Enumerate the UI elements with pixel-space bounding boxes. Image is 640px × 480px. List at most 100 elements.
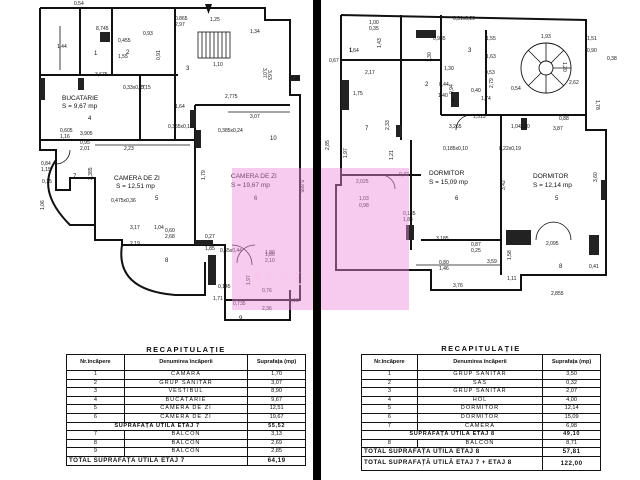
cell-area: 15,09	[542, 412, 601, 423]
cell-name: VESTIBUL	[123, 387, 249, 397]
room-number: 5	[155, 196, 159, 202]
door-swing	[55, 149, 71, 165]
column	[406, 225, 414, 240]
dimension-label: 2,62	[569, 80, 579, 86]
dimension-label: 1,21	[389, 150, 395, 160]
dimension-label: 0,38	[290, 76, 300, 82]
dimension-label: 1,11	[507, 276, 517, 282]
dimension-label: 3,59	[487, 259, 497, 265]
floor-plan-etaj-7: 0.54 1,44 3,07 0.865 2,97 1,25 1,34 8,74…	[39, 1, 304, 322]
dimension-label: 1,79	[201, 170, 207, 180]
dimension-label: 0,54	[511, 86, 521, 92]
dimension-label: 2,01	[80, 146, 90, 152]
balcony-9-wall	[224, 262, 291, 321]
dimension-label: 0,67	[329, 58, 339, 64]
col-header-name: Denumirea încăperii	[416, 354, 544, 371]
dimension-label: 0,145	[403, 211, 416, 217]
watermark-text: ACCUM 94	[250, 268, 313, 290]
dimension-label: 3,17	[130, 225, 140, 231]
dimension-label: 1,51	[587, 36, 597, 42]
room-number: 1	[94, 51, 98, 57]
dimension-label: 1,85	[205, 246, 215, 252]
total-label: TOTAL SUPRAFAȚĂ UTILĂ ETAJ 8	[360, 447, 544, 457]
dimension-label: 0,22x0,19	[499, 146, 521, 152]
dimension-label: 1,00	[369, 20, 379, 26]
room-number: 4	[88, 116, 92, 122]
cell-area: 12,14	[542, 404, 601, 414]
col-header-area: Suprafața (mp)	[542, 354, 601, 371]
cell-nr: 2	[361, 378, 418, 389]
dimension-label: 2,095	[546, 241, 559, 247]
dimension-label: 0,91	[156, 50, 162, 60]
dimension-label: 1,64	[349, 48, 359, 54]
total-value: 64,19	[247, 455, 306, 466]
dimension-label: 1,75	[353, 91, 363, 97]
cell-nr: 1	[66, 370, 125, 380]
dimension-label: 1,80	[265, 250, 275, 256]
outer-wall	[39, 7, 301, 301]
room-area-camera-de-zi: S = 12,51 mp	[116, 183, 155, 190]
cell-area: 9,67	[247, 395, 306, 406]
dimension-label: 0,455	[118, 38, 131, 44]
dimension-label: 0,33x0,27	[123, 85, 145, 91]
column	[341, 80, 349, 110]
dimension-label: 1,30	[427, 52, 433, 62]
cell-area: 1,70	[247, 370, 306, 380]
cell-nr: 4	[361, 395, 418, 406]
dimension-label: 1,03	[359, 196, 369, 202]
room-number: 7	[73, 174, 77, 180]
subtotal-value: 55,52	[247, 421, 306, 432]
cell-nr: 7	[66, 430, 125, 440]
dimension-label: 1,74	[481, 96, 491, 102]
dimension-label: 0,385x0,24	[218, 128, 243, 134]
cell-nr: 4	[66, 395, 125, 406]
column	[601, 180, 606, 200]
dimension-label: 0,25	[471, 248, 481, 254]
recap-table-etaj-7: Nr.încăpere Denumirea încăperii Suprafaț…	[65, 354, 306, 466]
dimension-label: 0,90	[587, 48, 597, 54]
dimension-label: 0,935	[433, 36, 446, 42]
dimension-label: 3,76	[453, 283, 463, 289]
recap-title-etaj-7: RECAPITULAȚIE	[146, 345, 226, 354]
cell-name: HOL	[416, 395, 544, 406]
cell-area: 3,07	[247, 378, 306, 389]
dimension-label: 2,17	[365, 70, 375, 76]
dimension-label: 2,10	[265, 258, 275, 264]
cell-nr: 5	[361, 404, 418, 414]
dimension-label: 5,885	[298, 180, 304, 193]
dimension-label: 0,475x0,36	[111, 198, 136, 204]
cell-nr: 6	[361, 412, 418, 423]
column	[290, 75, 300, 81]
dimension-label: 0,94	[449, 84, 455, 94]
door-swing	[535, 221, 555, 241]
cell-area: 8,90	[247, 387, 306, 397]
dimension-label: 0,41	[589, 264, 599, 270]
dimension-label: 3,60	[593, 172, 599, 182]
column	[195, 240, 213, 245]
dimension-label: 0,87	[471, 242, 481, 248]
dimension-label: 1,78	[594, 100, 600, 110]
dimension-label: 0,60	[165, 228, 175, 234]
cell-area: 0,32	[542, 378, 601, 389]
door-swing	[231, 244, 253, 266]
door-swing	[380, 174, 396, 190]
subtotal-value: 49,10	[542, 430, 601, 440]
column	[451, 92, 459, 107]
dimension-label: 3,07	[250, 114, 260, 120]
dimension-label: 3,07	[261, 68, 267, 78]
dimension-label: 2,775	[225, 94, 238, 100]
dimension-label: 0,53	[485, 70, 495, 76]
room-number: 1	[349, 48, 353, 54]
dimension-label: 0,735	[233, 301, 246, 307]
cell-name: BALCON	[123, 438, 249, 449]
room-number: 5	[555, 196, 559, 202]
cell-nr: 1	[361, 370, 418, 380]
